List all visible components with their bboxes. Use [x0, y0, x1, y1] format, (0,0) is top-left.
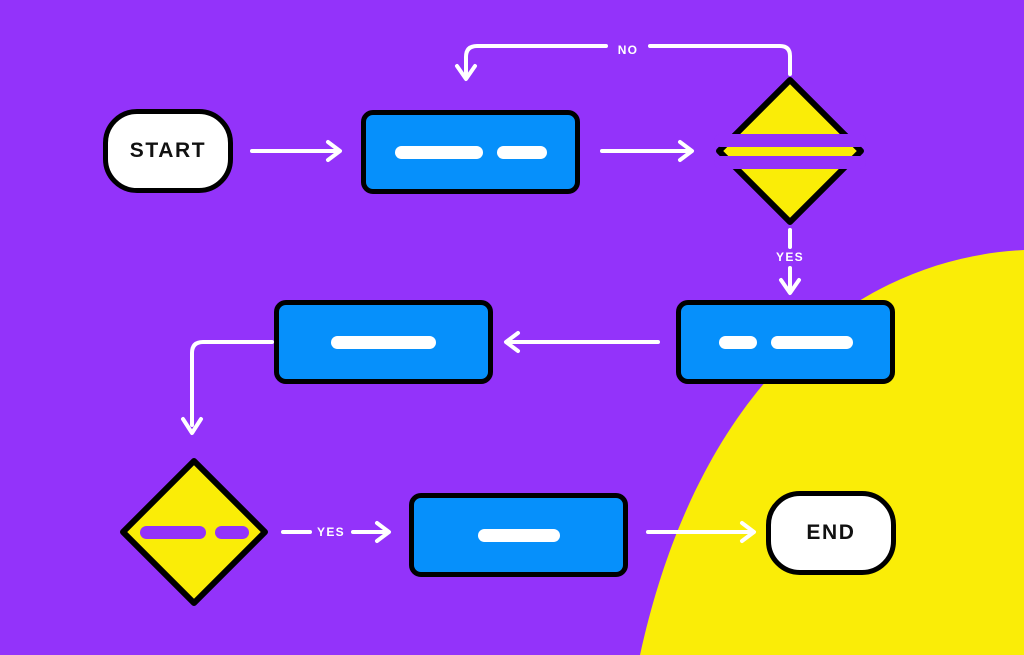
- decision-1-bars: [714, 133, 866, 169]
- placeholder-bar: [139, 525, 206, 539]
- placeholder-bar: [718, 335, 757, 349]
- node-decision-2[interactable]: [118, 456, 270, 608]
- node-start[interactable]: START: [103, 109, 233, 193]
- placeholder-bar: [214, 525, 249, 539]
- diamond-shape: [716, 77, 864, 225]
- placeholder-bar: [394, 145, 483, 159]
- decision-2-bars: [118, 525, 270, 539]
- edge-label-yes-2: YES: [317, 525, 345, 539]
- node-process-3[interactable]: [274, 300, 493, 384]
- edge-label-yes-1: YES: [776, 250, 804, 264]
- node-decision-1[interactable]: [714, 75, 866, 227]
- placeholder-bar: [714, 133, 866, 147]
- node-start-label: START: [129, 139, 207, 162]
- edge-label-no: NO: [617, 43, 639, 57]
- placeholder-bar: [714, 155, 866, 169]
- yellow-arc-decoration: [640, 250, 1024, 655]
- node-end-label: END: [806, 521, 856, 544]
- placeholder-bar: [770, 335, 853, 349]
- node-process-2[interactable]: [676, 300, 895, 384]
- placeholder-bar: [331, 335, 436, 349]
- node-process-4[interactable]: [409, 493, 628, 577]
- placeholder-bar: [496, 145, 547, 159]
- placeholder-bar: [477, 528, 560, 542]
- node-end[interactable]: END: [766, 491, 896, 575]
- node-process-1[interactable]: [361, 110, 580, 194]
